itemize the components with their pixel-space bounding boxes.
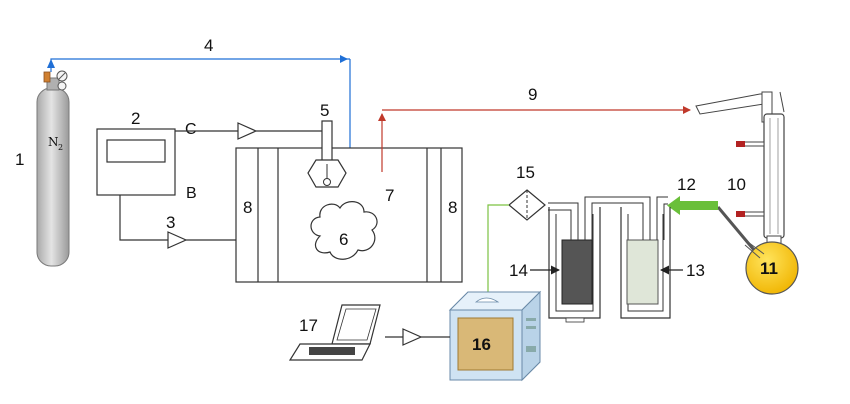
signal-line-green [483,204,509,307]
label-15: 15 [516,163,535,182]
label-17: 17 [299,316,318,335]
label-5: 5 [320,101,329,120]
label-6: 6 [339,230,348,249]
label-10: 10 [727,175,746,194]
signal-line-laptop [385,328,450,346]
label-c: C [185,121,197,138]
label-16: 16 [472,335,491,354]
label-4: 4 [204,36,213,55]
controller-unit [96,128,176,196]
vessel-right [620,207,671,319]
nitrogen-cylinder: N 2 [36,70,70,267]
label-3: 3 [166,213,175,232]
label-9: 9 [528,85,537,104]
label-8-left: 8 [243,198,252,217]
vessel-left [548,207,601,323]
label-13: 13 [686,261,705,280]
label-7: 7 [385,186,394,205]
label-8-right: 8 [448,198,457,217]
label-2: 2 [131,109,140,128]
filter-element [508,189,546,221]
label-b: B [186,185,197,202]
laptop-computer [288,304,381,361]
signal-line-b [119,195,238,249]
tubing-to-vessels [716,206,765,259]
vessel-tubing [548,196,668,240]
reaction-flask [745,241,799,295]
label-1: 1 [15,150,24,169]
sensor-probe [307,120,347,188]
gas-label-sub: 2 [58,143,63,152]
signal-line-c [175,122,326,140]
distillation-column [695,91,785,253]
label-14: 14 [509,261,528,280]
label-11: 11 [760,259,778,278]
gas-label-main: N [48,135,59,149]
sample-cloud [310,201,378,260]
data-acquisition-box [448,290,542,382]
green-inlet-arrow [667,196,718,215]
vapor-line-9 [378,106,691,172]
label-12: 12 [677,175,696,194]
